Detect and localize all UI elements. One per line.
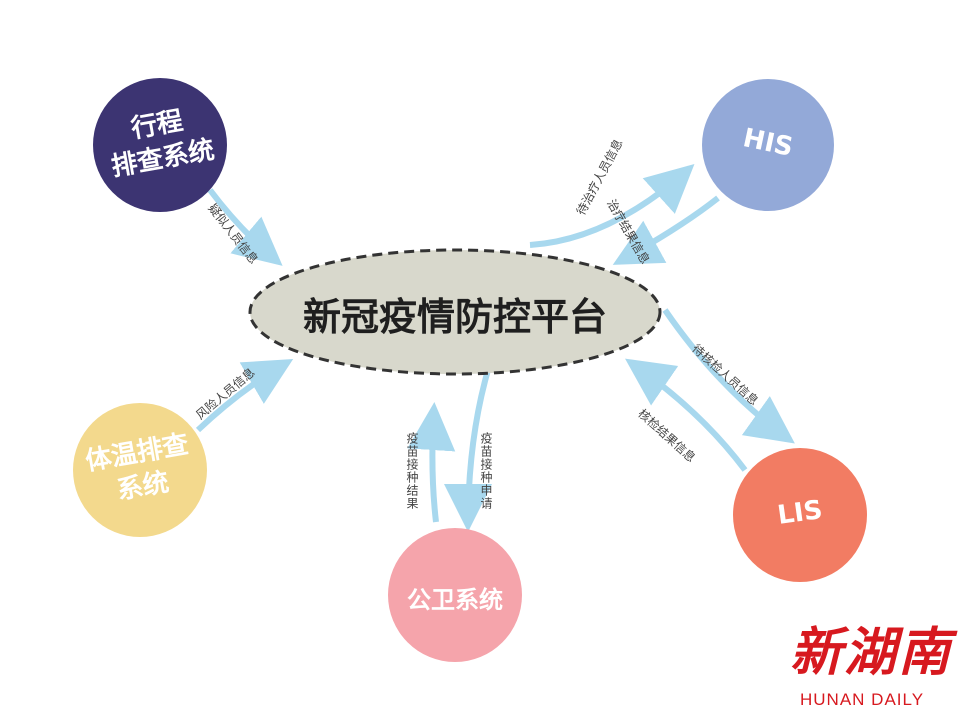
center-label: 新冠疫情防控平台 xyxy=(302,295,607,339)
flow-label-center-to-public: 疫苗接种申请 xyxy=(479,432,493,510)
hunan-daily-logo-text: HUNAN DAILY xyxy=(800,690,925,709)
flow-label-public-to-center: 疫苗接种结果 xyxy=(405,432,419,510)
public-health-node xyxy=(388,528,522,662)
center-platform-ellipse xyxy=(248,248,662,376)
arrow-trip-to-center xyxy=(207,188,283,266)
arrow-lis-to-center xyxy=(625,358,748,472)
temp-system-node xyxy=(73,403,207,537)
arrow-public-to-center xyxy=(407,402,456,523)
arrow-his-to-center xyxy=(612,195,720,265)
arrow-center-to-his xyxy=(529,163,695,248)
arrow-temp-to-center xyxy=(195,358,294,433)
trip-system-node xyxy=(93,78,227,212)
lis-node xyxy=(733,448,867,582)
his-node xyxy=(702,79,834,211)
public-health-label: 公卫系统 xyxy=(407,586,503,614)
hunan-daily-logo: 新湖南 xyxy=(790,622,953,683)
arrow-center-to-public xyxy=(444,369,493,532)
arrow-center-to-lis xyxy=(662,308,795,444)
